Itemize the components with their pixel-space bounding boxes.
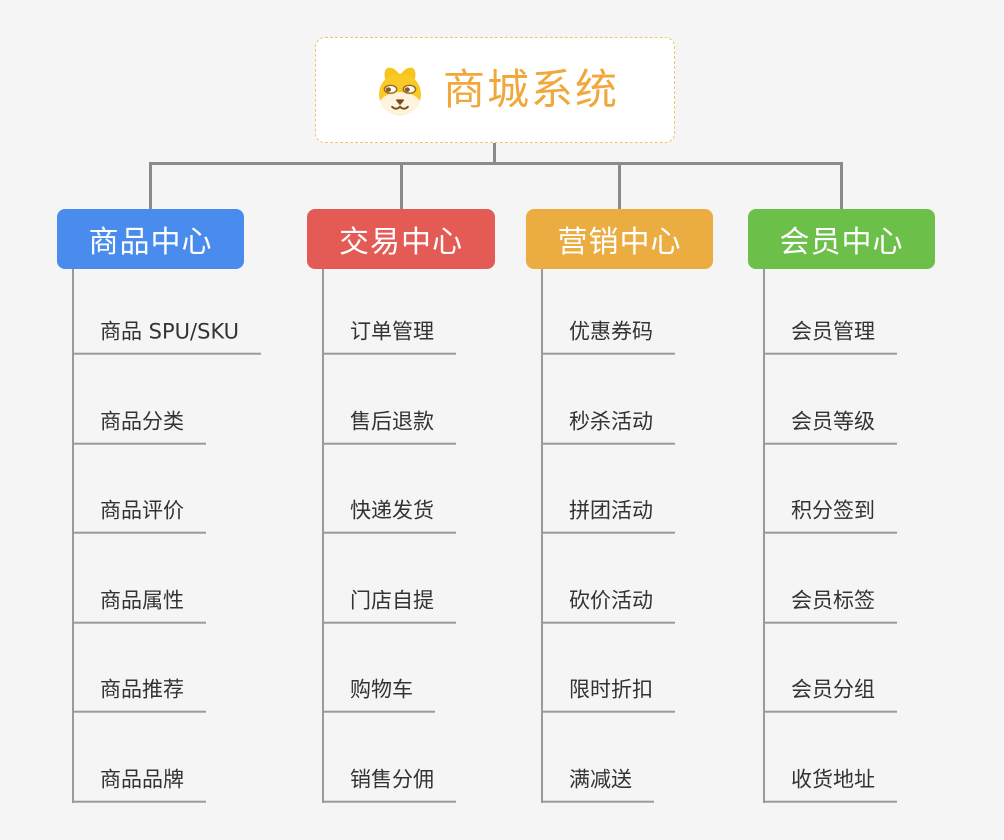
leaf-node[interactable]: 销售分佣 [322, 767, 456, 803]
leaf-node-label: 满减送 [569, 767, 632, 792]
leaf-node[interactable]: 商品品牌 [72, 767, 206, 803]
leaf-node[interactable]: 售后退款 [322, 409, 456, 445]
connector-drop [399, 164, 403, 209]
leaf-node[interactable]: 商品评价 [72, 498, 206, 534]
leaf-node-label: 秒杀活动 [569, 409, 653, 434]
leaf-node[interactable]: 商品分类 [72, 409, 206, 445]
branch-header-label: 营销中心 [557, 225, 682, 260]
leaf-node-label: 收货地址 [791, 767, 875, 792]
leaf-node[interactable]: 积分签到 [763, 498, 897, 534]
leaf-node-label: 商品评价 [100, 498, 184, 523]
branch-header[interactable]: 商品中心 [57, 209, 244, 269]
leaf-node-label: 限时折扣 [569, 677, 653, 702]
branch-header-label: 商品中心 [88, 225, 213, 260]
leaf-node[interactable]: 限时折扣 [541, 677, 675, 713]
connector-drop [149, 164, 152, 209]
leaf-node-label: 会员分组 [791, 677, 875, 702]
leaf-node-label: 商品品牌 [100, 767, 184, 792]
leaf-node[interactable]: 会员管理 [763, 319, 897, 355]
leaf-node[interactable]: 订单管理 [322, 319, 456, 355]
branch-column: 订单管理售后退款快递发货门店自提购物车销售分佣 [322, 269, 539, 803]
connector-drop [840, 164, 843, 209]
leaf-node[interactable]: 门店自提 [322, 588, 456, 624]
leaf-node-label: 销售分佣 [350, 767, 434, 792]
leaf-node-label: 快递发货 [350, 498, 434, 523]
leaf-node[interactable]: 砍价活动 [541, 588, 675, 624]
connector-drop [618, 164, 621, 209]
branch-header[interactable]: 营销中心 [526, 209, 713, 269]
connector-root-drop [493, 143, 496, 164]
leaf-node[interactable]: 拼团活动 [541, 498, 675, 534]
branch-column: 优惠券码秒杀活动拼团活动砍价活动限时折扣满减送 [541, 269, 758, 803]
leaf-node[interactable]: 商品属性 [72, 588, 206, 624]
root-node-label: 商城系统 [442, 65, 619, 114]
leaf-node-label: 订单管理 [350, 319, 434, 344]
leaf-node[interactable]: 会员标签 [763, 588, 897, 624]
leaf-node[interactable]: 购物车 [322, 677, 435, 713]
leaf-node[interactable]: 会员分组 [763, 677, 897, 713]
leaf-node-label: 拼团活动 [569, 498, 653, 523]
branch-header[interactable]: 会员中心 [748, 209, 935, 269]
leaf-node[interactable]: 会员等级 [763, 409, 897, 445]
leaf-node-label: 积分签到 [791, 498, 875, 523]
connector-horizontal-bar [149, 162, 843, 165]
leaf-node-label: 商品推荐 [100, 677, 184, 702]
leaf-node[interactable]: 商品推荐 [72, 677, 206, 713]
root-node[interactable]: 商城系统 [315, 37, 675, 143]
leaf-node-label: 会员等级 [791, 409, 875, 434]
branch-column: 会员管理会员等级积分签到会员标签会员分组收货地址 [763, 269, 980, 803]
branch-column: 商品 SPU/SKU 商品分类商品评价商品属性商品推荐商品品牌 [72, 269, 289, 803]
leaf-node-label: 优惠券码 [569, 319, 653, 344]
branch-header-label: 交易中心 [339, 225, 463, 260]
leaf-node-label: 售后退款 [350, 409, 434, 434]
leaf-node[interactable]: 快递发货 [322, 498, 456, 534]
leaf-node-label: 商品分类 [100, 409, 184, 434]
leaf-node-label: 门店自提 [350, 588, 434, 613]
leaf-node-label: 砍价活动 [569, 588, 653, 613]
branch-header[interactable]: 交易中心 [307, 209, 495, 269]
leaf-node-label: 购物车 [350, 677, 413, 702]
leaf-node[interactable]: 满减送 [541, 767, 654, 803]
leaf-node[interactable]: 优惠券码 [541, 319, 675, 355]
dog-icon [378, 67, 422, 116]
branch-header-label: 会员中心 [779, 225, 904, 260]
leaf-node[interactable]: 商品 SPU/SKU [72, 319, 262, 355]
leaf-node-label: 会员管理 [791, 319, 875, 344]
leaf-node[interactable]: 秒杀活动 [541, 409, 675, 445]
leaf-node[interactable]: 收货地址 [763, 767, 897, 803]
leaf-node-label: 商品属性 [100, 588, 184, 613]
leaf-node-label: 商品 SPU/SKU [100, 319, 240, 344]
leaf-node-label: 会员标签 [791, 588, 875, 613]
